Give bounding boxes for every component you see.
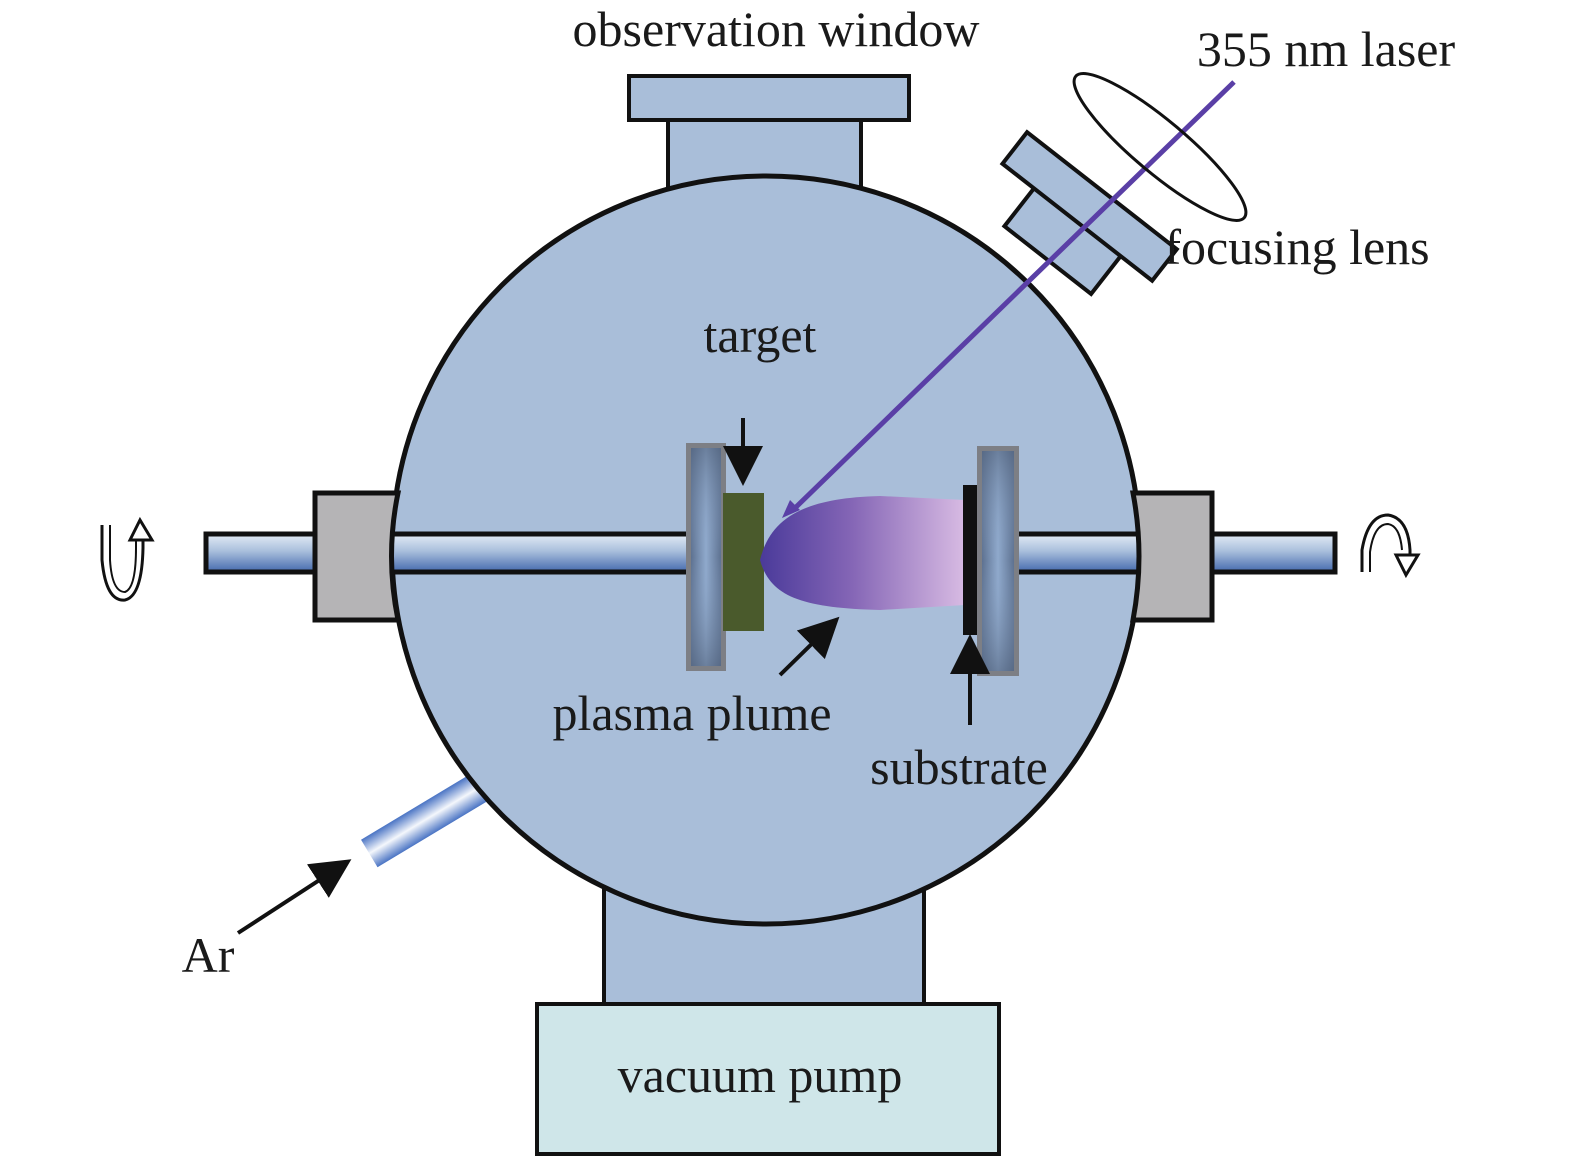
- target-holder: [686, 443, 726, 671]
- substrate-holder: [977, 446, 1019, 676]
- rotate-clockwise-icon: [1360, 513, 1421, 579]
- laser-beam-arrowhead: [782, 500, 800, 518]
- substrate: [963, 485, 977, 635]
- target: [723, 493, 764, 631]
- argon-pointer-arrow: [236, 859, 352, 935]
- plume-pointer-arrow: [778, 616, 840, 677]
- target-label: target: [704, 307, 817, 363]
- focusing-lens-label: focusing lens: [1164, 219, 1429, 275]
- vacuum-pump-label: vacuum pump: [618, 1047, 903, 1103]
- laser-beam: [793, 80, 1236, 510]
- argon-inlet-tube: [361, 772, 489, 868]
- left-rotation-shaft: [203, 490, 699, 623]
- laser-port: [999, 129, 1180, 297]
- plasma-plume: [760, 496, 965, 610]
- laser-label: 355 nm laser: [1197, 21, 1456, 77]
- rotate-counterclockwise-icon: [100, 516, 155, 602]
- right-rotation-shaft: [1007, 490, 1338, 623]
- substrate-label: substrate: [870, 739, 1048, 795]
- focusing-lens: [1072, 72, 1248, 222]
- argon-label: Ar: [182, 927, 235, 983]
- plasma-plume-label: plasma plume: [552, 685, 831, 741]
- observation-window-label: observation window: [573, 1, 980, 57]
- vacuum-pump: [535, 1002, 1001, 1156]
